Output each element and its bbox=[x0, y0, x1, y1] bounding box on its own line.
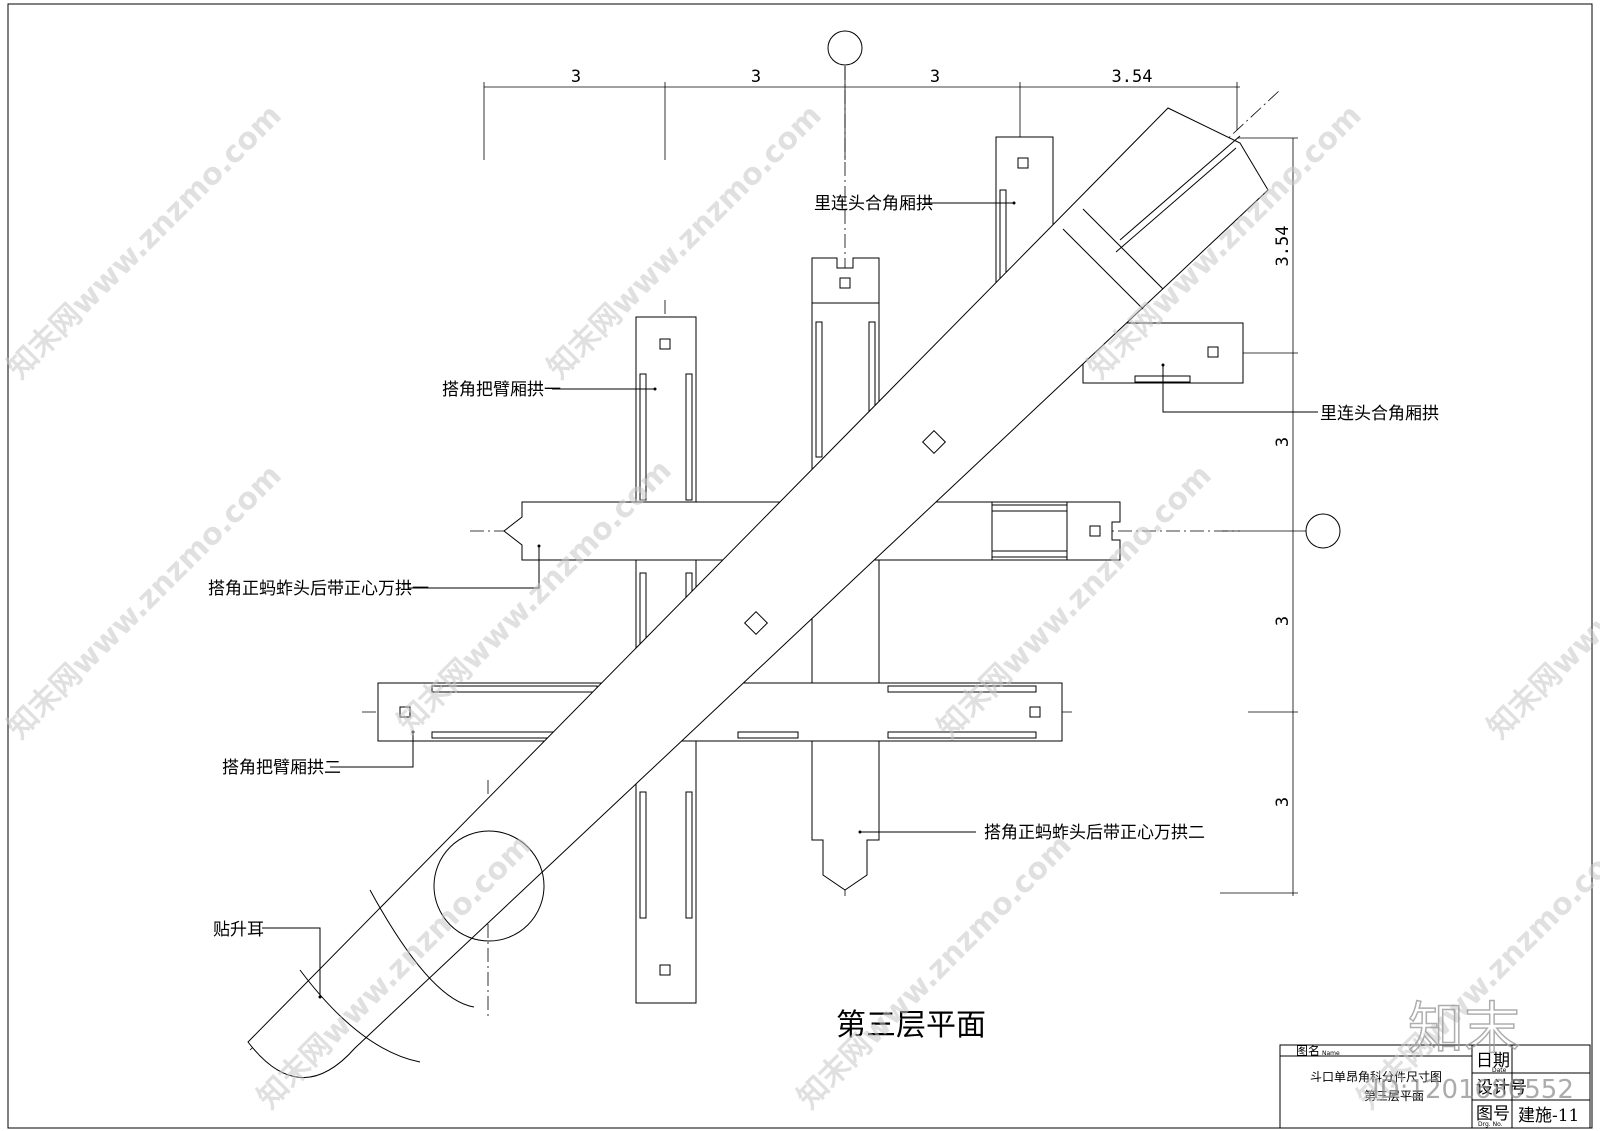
leader-ba-bi-2: 搭角把臂厢拱二 bbox=[222, 730, 415, 778]
leader-li-lian-tou-2: 里连头合角厢拱 bbox=[1161, 363, 1439, 424]
dim-right-1: 3.54 bbox=[1273, 226, 1293, 267]
tb-date-label: 日期 bbox=[1476, 1051, 1510, 1071]
leader-zheng-2: 搭角正蚂蚱头后带正心万拱二 bbox=[858, 823, 1205, 843]
title-block: 图名 Name 斗口单昂角科分件尺寸图 第三层平面 日期 Date 设计号 图号… bbox=[1279, 1043, 1591, 1129]
watermark-site: 知末网www.znzmo.com bbox=[251, 828, 539, 1116]
label-zheng-2: 搭角正蚂蚱头后带正心万拱二 bbox=[984, 823, 1205, 843]
label-ba-bi-2: 搭角把臂厢拱二 bbox=[222, 758, 341, 778]
label-zheng-1: 搭角正蚂蚱头后带正心万拱一 bbox=[208, 579, 429, 599]
leader-tie-sheng-er: 贴升耳 bbox=[213, 920, 322, 999]
tb-name-line2: 第三层平面 bbox=[1364, 1089, 1424, 1103]
dim-top-4: 3.54 bbox=[1112, 67, 1153, 87]
watermark-site: 知末网www.znzmo.com bbox=[1, 458, 289, 746]
label-li-lian-tou-2: 里连头合角厢拱 bbox=[1320, 404, 1439, 424]
label-ba-bi-1: 搭角把臂厢拱一 bbox=[442, 380, 561, 400]
watermark-id: ID:1201680552 bbox=[1372, 1075, 1574, 1105]
leader-li-lian-tou-1: 里连头合角厢拱 bbox=[814, 194, 1016, 214]
watermark-site: 知末网www.znzmo.com bbox=[931, 458, 1219, 746]
drawing-title: 第三层平面 bbox=[836, 1008, 986, 1043]
watermark-site: 知末网www.znzmo.com bbox=[1, 98, 289, 386]
dimension-top: 3 3 3 3.54 bbox=[483, 66, 1240, 160]
dim-right-2: 3 bbox=[1273, 437, 1293, 447]
tb-name-label-en: Name bbox=[1322, 1050, 1340, 1057]
dim-right-3: 3 bbox=[1273, 616, 1293, 626]
axis-bubble-right bbox=[1305, 513, 1341, 549]
axis-bubble-top bbox=[827, 30, 863, 66]
tb-number-label: 图号 bbox=[1476, 1104, 1510, 1124]
dim-top-3: 3 bbox=[930, 67, 940, 87]
tb-name-line1: 斗口单昂角科分件尺寸图 bbox=[1310, 1070, 1442, 1084]
tb-number-label-en: Drg. No. bbox=[1478, 1121, 1503, 1128]
dim-right-4: 3 bbox=[1273, 797, 1293, 807]
dim-top-2: 3 bbox=[751, 67, 761, 87]
leader-zheng-1: 搭角正蚂蚱头后带正心万拱一 bbox=[208, 544, 541, 599]
drawing-frame bbox=[7, 3, 1593, 1129]
label-tie-sheng-er: 贴升耳 bbox=[213, 920, 264, 940]
member-diagonal-beam bbox=[247, 107, 1269, 1079]
watermark-logo: 知末 bbox=[1408, 997, 1520, 1062]
tb-date-label-en: Date bbox=[1492, 1067, 1507, 1074]
tb-design-label: 设计号 bbox=[1476, 1078, 1527, 1098]
watermark-site: 知末网www.znzmo.com bbox=[1481, 458, 1600, 746]
column-circle bbox=[433, 830, 545, 942]
tb-name-label: 图名 bbox=[1296, 1043, 1320, 1058]
tb-number-value: 建施-11 bbox=[1518, 1106, 1579, 1126]
dim-top-1: 3 bbox=[571, 67, 581, 87]
label-li-lian-tou-1: 里连头合角厢拱 bbox=[814, 194, 933, 214]
leader-ba-bi-1: 搭角把臂厢拱一 bbox=[442, 380, 657, 400]
